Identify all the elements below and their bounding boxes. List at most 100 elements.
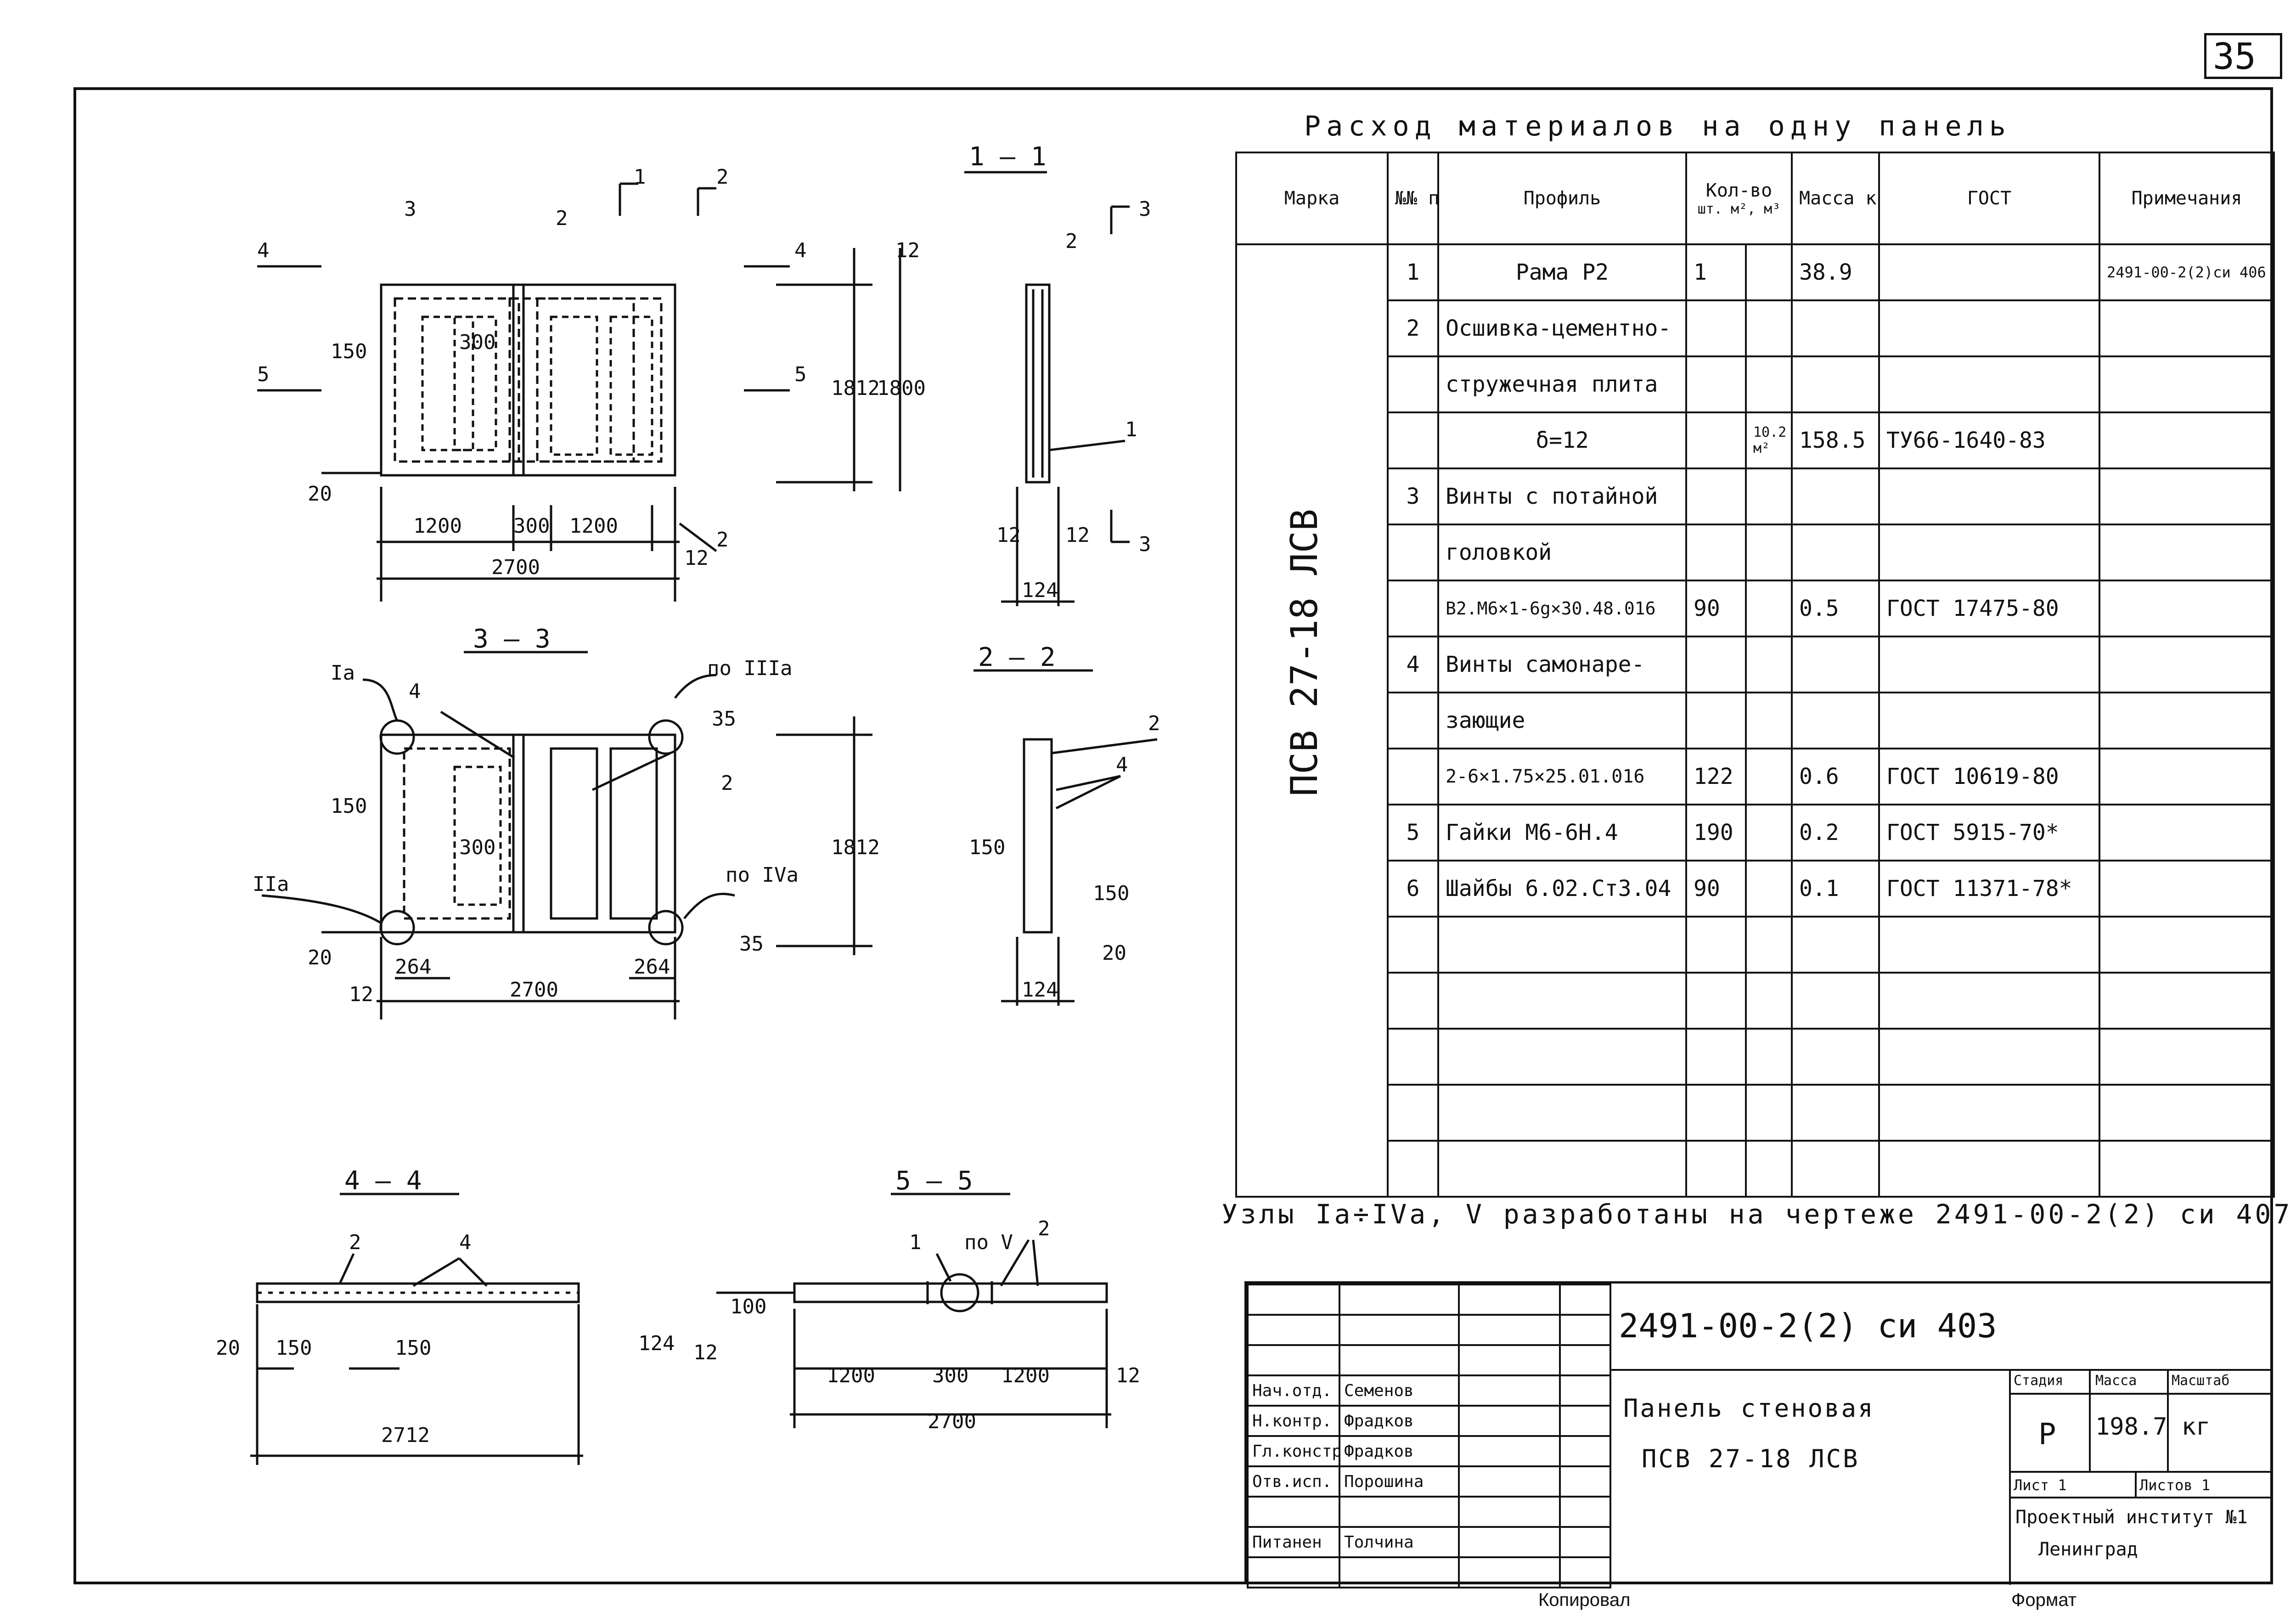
- row-profile: Винты самонаре-: [1437, 636, 1687, 693]
- row-gost: [1878, 692, 2100, 749]
- row-gost: ГОСТ 11371-78*: [1878, 860, 2100, 918]
- cut-1-top: 1: [634, 165, 646, 189]
- row-num: [1387, 524, 1439, 581]
- panel-mark: ПСВ 27-18 ЛСВ: [1283, 508, 1326, 796]
- header-qty: Кол-во шт. м², м³: [1685, 152, 1793, 245]
- row-gost: [1878, 467, 2100, 525]
- header-gost: ГОСТ: [1878, 152, 2100, 245]
- row-note: [2099, 692, 2275, 749]
- row-note: [2099, 804, 2275, 862]
- role: Питанен: [1247, 1526, 1340, 1558]
- view-label-1-1: 1 — 1: [969, 142, 1047, 172]
- row-mass: 0.2: [1791, 804, 1880, 862]
- sheet-number: 35: [2213, 36, 2256, 78]
- dim-20-b: 20: [308, 946, 332, 969]
- cut-5-left: 5: [257, 363, 270, 386]
- row-area: [1745, 524, 1793, 581]
- row-mass: [1791, 692, 1880, 749]
- dim-2700-top: 2700: [491, 556, 540, 579]
- row-note: 2491-00-2(2)си 406: [2099, 243, 2275, 301]
- cut-3-bottom: 3: [1139, 533, 1151, 556]
- row-area: [1745, 299, 1793, 357]
- org-line1: Проектный институт №1: [2015, 1507, 2248, 1528]
- row-gost: ГОСТ 5915-70*: [1878, 804, 2100, 862]
- row-num: [1387, 355, 1439, 413]
- row-profile: Гайки М6-6Н.4: [1437, 804, 1687, 862]
- dim-12-e: 12: [349, 983, 373, 1006]
- header-profile: Профиль: [1437, 152, 1687, 245]
- cut-5-right: 5: [794, 363, 807, 386]
- dim-124-c: 124: [638, 1332, 675, 1355]
- header-mark: Марка: [1235, 152, 1389, 245]
- row-mass: [1791, 524, 1880, 581]
- name: Фрадков: [1339, 1435, 1460, 1467]
- row-pcs: 90: [1685, 580, 1747, 637]
- stage-block: Стадия Масса Масштаб Р 198.7 кг Лист 1 Л…: [2009, 1369, 2273, 1585]
- divider: [2135, 1473, 2137, 1498]
- stage-values-row: Р 198.7 кг: [2011, 1395, 2273, 1473]
- row-mass: 0.1: [1791, 860, 1880, 918]
- view-label-3-3: 3 — 3: [473, 624, 551, 654]
- dim-150-c: 150: [969, 836, 1005, 859]
- row-note: [2099, 467, 2275, 525]
- doc-code-row: 2491-00-2(2) си 403: [1609, 1284, 2271, 1371]
- row-mass: [1791, 355, 1880, 413]
- row-num: [1387, 580, 1439, 637]
- row-num: [1387, 692, 1439, 749]
- row-gost: [1878, 243, 2100, 301]
- sheet-label: Лист 1: [2014, 1476, 2067, 1494]
- row-gost: [1878, 355, 2100, 413]
- row-pcs: [1685, 467, 1747, 525]
- row-note: [2099, 748, 2275, 805]
- row-mass: 38.9: [1791, 243, 1880, 301]
- row-profile: Шайбы 6.02.Ст3.04: [1437, 860, 1687, 918]
- view-label-5-5: 5 — 5: [895, 1166, 973, 1196]
- leader-2-top: 2: [556, 207, 568, 230]
- dim-150-e: 150: [276, 1336, 312, 1360]
- row-profile: головкой: [1437, 524, 1687, 581]
- row-profile: стружечная плита: [1437, 355, 1687, 413]
- dim-1812-b: 1812: [831, 836, 880, 859]
- divider: [2167, 1369, 2169, 1395]
- row-pcs: [1685, 636, 1747, 693]
- stage-label: Стадия: [2014, 1373, 2064, 1389]
- dim-1200-c: 1200: [827, 1364, 875, 1387]
- node-v: по V: [964, 1231, 1013, 1254]
- row-note: [2099, 860, 2275, 918]
- dim-20-a: 20: [308, 482, 332, 506]
- row-pcs: 90: [1685, 860, 1747, 918]
- dim-35-b: 35: [739, 932, 764, 956]
- dim-124-a: 124: [1022, 579, 1058, 602]
- row-area: [1745, 692, 1793, 749]
- row-area: [1745, 467, 1793, 525]
- header-qty-label: Кол-во: [1705, 180, 1773, 201]
- node-ia: Iа: [331, 661, 355, 685]
- cut-4-right: 4: [794, 239, 807, 262]
- dim-300-d: 300: [932, 1364, 968, 1387]
- row-note: [2099, 580, 2275, 637]
- row-mass: [1791, 467, 1880, 525]
- row-gost: [1878, 636, 2100, 693]
- cut-2-top: 2: [716, 165, 729, 189]
- role: Гл.констр.: [1247, 1435, 1340, 1467]
- dim-2700-c: 2700: [928, 1410, 976, 1433]
- view-label-2-2: 2 — 2: [978, 642, 1056, 672]
- row-gost: ГОСТ 10619-80: [1878, 748, 2100, 805]
- materials-table: Марка №№ п.п. Профиль Кол-во шт. м², м³ …: [1235, 152, 2275, 1198]
- leader-1-v55: 1: [909, 1231, 922, 1254]
- header-num: №№ п.п.: [1387, 152, 1439, 245]
- row-gost: [1878, 524, 2100, 581]
- dim-1200-d: 1200: [1001, 1364, 1050, 1387]
- footnote: Узлы Iа÷IVа, V разработаны на чертеже 24…: [1221, 1199, 2293, 1230]
- dim-1200-a: 1200: [413, 514, 462, 538]
- format-caption: Формат: [2011, 1590, 2077, 1610]
- dim-1800: 1800: [877, 377, 926, 400]
- row-num: 5: [1387, 804, 1439, 862]
- mass-label: Масса: [2095, 1373, 2137, 1389]
- row-gost: ТУ66-1640-83: [1878, 411, 2100, 469]
- row-profile: Рама Р2: [1437, 243, 1687, 301]
- leader-1-s11: 1: [1125, 418, 1137, 441]
- row-mass: [1791, 299, 1880, 357]
- title-block: Нач.отд.Семенов Н.контр.Фрадков Гл.конст…: [1244, 1281, 2273, 1588]
- dim-150-a: 150: [331, 340, 367, 363]
